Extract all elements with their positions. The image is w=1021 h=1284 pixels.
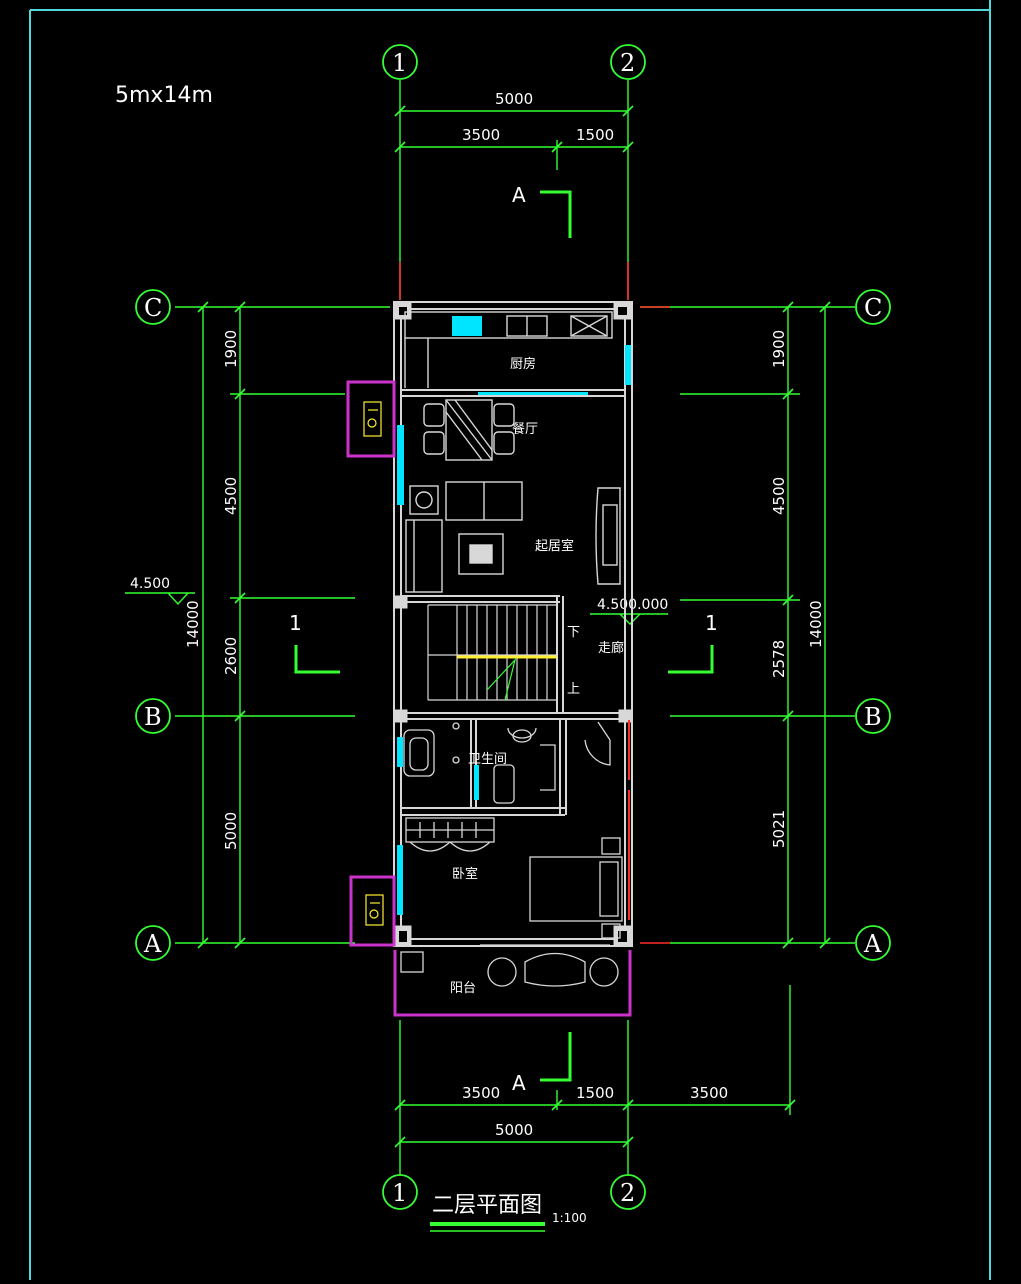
dim-top-total: 5000 [495, 90, 533, 108]
dim-top-right: 1500 [576, 126, 614, 144]
drawing-scale: 1:100 [552, 1211, 587, 1225]
dim-right-3: 2578 [770, 640, 788, 678]
kitchen-appliance-cyan [452, 316, 482, 336]
grid-label-a-left: A [143, 930, 162, 958]
stairs [427, 604, 557, 701]
bathroom-fixtures [403, 721, 611, 804]
grid-label-b-right: B [864, 703, 882, 731]
room-label-dining: 餐厅 [512, 421, 538, 437]
dim-right-total: 14000 [807, 600, 825, 648]
dimension-lines [175, 80, 855, 1175]
balcony-furniture [400, 944, 619, 987]
grid-bubbles [135, 44, 891, 1210]
dim-bottom-total: 5000 [495, 1121, 533, 1139]
dim-top-left: 3500 [462, 126, 500, 144]
kitchen-fixtures [404, 311, 613, 388]
columns [394, 302, 632, 947]
dim-left-1: 1900 [222, 330, 240, 368]
grid-label-b-left: B [144, 703, 162, 731]
dimension-ticks [197, 105, 831, 1148]
room-label-kitchen: 厨房 [510, 356, 536, 372]
dim-bottom-right: 3500 [690, 1084, 728, 1102]
drawing-title: 二层平面图 [432, 1193, 542, 1218]
section-a-bottom: A [512, 1071, 526, 1095]
room-label-corridor: 走廊 [598, 640, 624, 656]
grid-label-2-top: 2 [620, 49, 635, 77]
red-axis-stubs [399, 262, 670, 944]
dim-left-4: 5000 [222, 812, 240, 850]
ac-units [346, 380, 632, 1017]
dim-bottom-mid: 1500 [576, 1084, 614, 1102]
windows [397, 345, 631, 915]
floor-level-marker-left [125, 592, 195, 606]
grid-label-1-top: 1 [392, 49, 407, 77]
dim-right-2: 4500 [770, 477, 788, 515]
stair-label-down: 下 [567, 625, 580, 640]
stair-label-up: 上 [567, 682, 580, 697]
dim-left-2: 4500 [222, 477, 240, 515]
dining-set [423, 399, 515, 461]
dim-right-1: 1900 [770, 330, 788, 368]
dim-right-4: 5021 [770, 810, 788, 848]
drawing-frame [29, 0, 991, 1280]
building-walls [393, 301, 633, 947]
floor-level-marker-right [590, 613, 668, 625]
grid-label-a-right: A [863, 930, 882, 958]
dim-bottom-left: 3500 [462, 1084, 500, 1102]
section-marks [294, 190, 714, 1082]
dim-left-total: 14000 [184, 600, 202, 648]
grid-label-c-left: C [144, 294, 162, 322]
room-label-balcony: 阳台 [450, 981, 476, 996]
grid-label-2-bottom: 2 [620, 1179, 635, 1207]
section-a-top: A [512, 183, 526, 207]
column-hatch [399, 307, 627, 942]
floor-level-right: 4.500.000 [597, 597, 668, 613]
stair-direction-line [486, 657, 517, 701]
floor-level-left: 4.500 [130, 576, 170, 592]
grid-label-c-right: C [864, 294, 882, 322]
room-label-bathroom: 卫生间 [468, 752, 507, 767]
size-label: 5mx14m [115, 83, 213, 108]
section-1-left: 1 [289, 611, 302, 635]
ac-unit-icons [363, 401, 384, 926]
dim-left-3: 2600 [222, 637, 240, 675]
grid-label-1-bottom: 1 [392, 1179, 407, 1207]
bedroom-furniture [405, 817, 623, 939]
room-label-living: 起居室 [535, 538, 574, 554]
room-label-bedroom: 卧室 [452, 866, 478, 882]
section-1-right: 1 [705, 611, 718, 635]
living-furniture [405, 481, 621, 593]
